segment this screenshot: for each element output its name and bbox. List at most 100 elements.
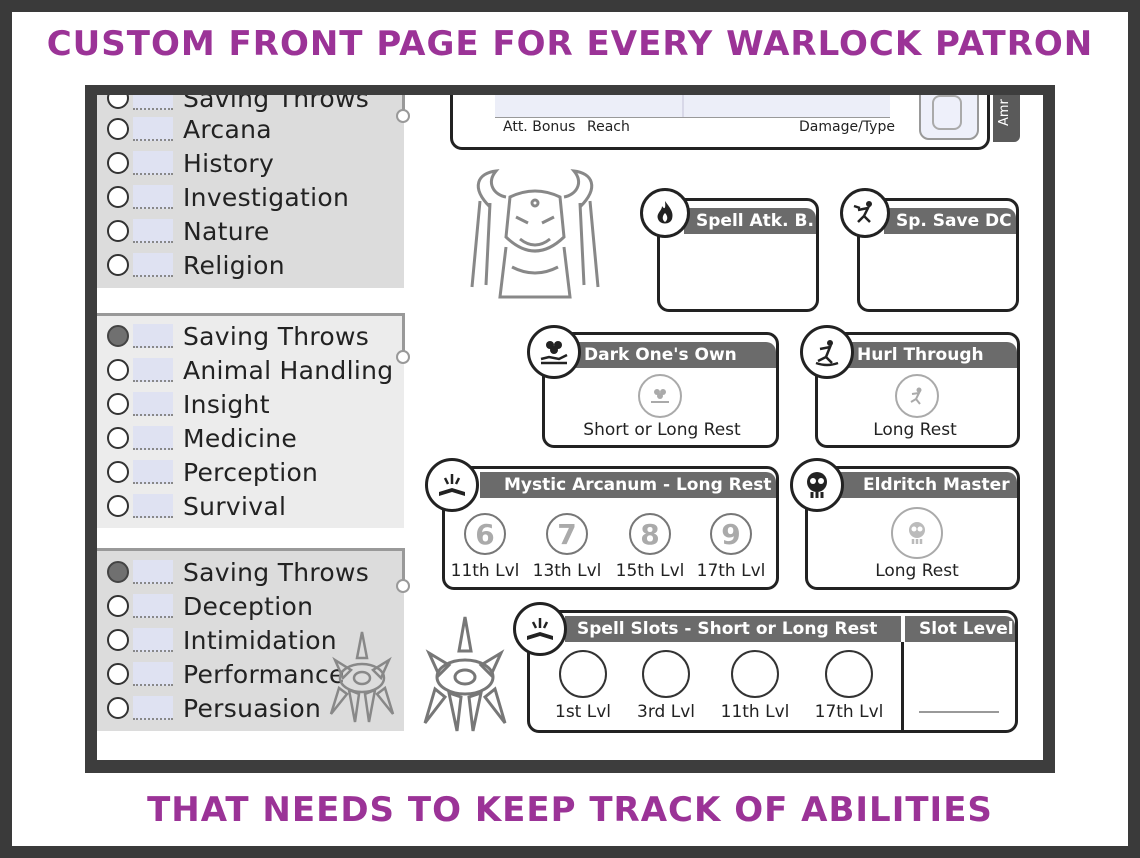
skill-row[interactable]: History [107, 146, 274, 180]
proficiency-bubble[interactable] [107, 595, 129, 617]
proficiency-bubble[interactable] [107, 220, 129, 242]
att-bonus-label: Att. Bonus [503, 119, 576, 135]
modifier-field[interactable] [133, 95, 173, 110]
modifier-field[interactable] [133, 185, 173, 209]
arcanum-8-checkbox[interactable]: 8 [629, 513, 671, 555]
luck-use-checkbox[interactable] [638, 374, 682, 418]
proficiency-bubble[interactable] [107, 186, 129, 208]
modifier-field[interactable] [133, 460, 173, 484]
proficiency-bubble[interactable] [107, 325, 129, 347]
sigil-small-icon [329, 631, 395, 723]
proficiency-bubble[interactable] [107, 254, 129, 276]
skill-label: Survival [183, 491, 287, 521]
shield-icon [932, 95, 962, 130]
modifier-field[interactable] [133, 253, 173, 277]
proficiency-bubble[interactable] [107, 697, 129, 719]
arcanum-level-label: 17th Lvl [696, 561, 766, 581]
skill-row[interactable]: Performance [107, 657, 345, 691]
skill-row[interactable]: Saving Throws [107, 95, 369, 115]
proficiency-bubble[interactable] [107, 393, 129, 415]
skill-row[interactable]: Intimidation [107, 623, 337, 657]
skill-label: Animal Handling [183, 355, 394, 385]
proficiency-bubble[interactable] [107, 495, 129, 517]
modifier-field[interactable] [133, 560, 173, 584]
skill-row[interactable]: Animal Handling [107, 353, 393, 387]
clover-hand-icon [527, 325, 581, 379]
spell-slot-checkbox[interactable] [731, 650, 779, 698]
modifier-field[interactable] [133, 151, 173, 175]
sheet-page: Saving Throws Arcana History Investigati… [97, 95, 1043, 760]
skill-label: Perception [183, 457, 319, 487]
hurl-use-checkbox[interactable] [895, 374, 939, 418]
proficiency-bubble[interactable] [107, 663, 129, 685]
arcanum-7-checkbox[interactable]: 7 [546, 513, 588, 555]
damage-type-label: Damage/Type [799, 119, 895, 135]
skill-row[interactable]: Deception [107, 589, 313, 623]
skill-label: Saving Throws [183, 557, 370, 587]
proficiency-bubble[interactable] [107, 95, 129, 109]
panel-bracket [402, 313, 405, 351]
spell-slot-label: 11th Lvl [720, 702, 790, 722]
panel-bracket [402, 95, 405, 110]
spell-slots-header: Spell Slots - Short or Long Rest [565, 616, 901, 642]
armor-class-field[interactable] [919, 95, 979, 140]
skull-icon [790, 458, 844, 512]
panel-bracket [97, 313, 405, 316]
proficiency-bubble[interactable] [107, 359, 129, 381]
arcanum-6-checkbox[interactable]: 6 [464, 513, 506, 555]
hurl-through-hell-title: Hurl Through Hell [857, 345, 984, 391]
modifier-field[interactable] [133, 696, 173, 720]
hurl-through-hell-header: Hurl Through Hell [845, 342, 1017, 391]
spell-slots-title: Spell Slots - Short or Long Rest [577, 619, 878, 639]
proficiency-bubble[interactable] [107, 152, 129, 174]
slot-level-field[interactable] [919, 711, 999, 713]
skill-row[interactable]: Arcana [107, 112, 272, 146]
skill-row[interactable]: Persuasion [107, 691, 321, 725]
panel-knob [396, 109, 410, 123]
modifier-field[interactable] [133, 117, 173, 141]
wis-skills-panel [97, 313, 404, 528]
skill-row[interactable]: Religion [107, 248, 285, 282]
dark-ones-luck-header: Dark One's Own Luck [572, 342, 776, 391]
flame-icon [640, 188, 690, 238]
skill-row[interactable]: Saving Throws [107, 555, 369, 589]
modifier-field[interactable] [133, 392, 173, 416]
top-banner: CUSTOM FRONT PAGE FOR EVERY WARLOCK PATR… [46, 24, 1094, 64]
modifier-field[interactable] [133, 494, 173, 518]
spellbook-icon [425, 458, 479, 512]
proficiency-bubble[interactable] [107, 629, 129, 651]
skill-row[interactable]: Medicine [107, 421, 297, 455]
modifier-field[interactable] [133, 219, 173, 243]
skill-row[interactable]: Survival [107, 489, 286, 523]
slot-level-title: Slot Level [919, 619, 1014, 639]
skill-row[interactable]: Perception [107, 455, 318, 489]
modifier-field[interactable] [133, 628, 173, 652]
skill-label: Performance [183, 659, 345, 689]
arcanum-9-checkbox[interactable]: 9 [710, 513, 752, 555]
proficiency-bubble[interactable] [107, 118, 129, 140]
side-tab: Amr [993, 95, 1020, 142]
skill-row[interactable]: Nature [107, 214, 270, 248]
panel-bracket [402, 548, 405, 580]
spell-slot-checkbox[interactable] [559, 650, 607, 698]
arcanum-level-label: 15th Lvl [615, 561, 685, 581]
spell-slot-checkbox[interactable] [825, 650, 873, 698]
eldritch-master-checkbox[interactable] [891, 507, 943, 559]
eldritch-master-header: Eldritch Master [839, 472, 1017, 498]
modifier-field[interactable] [133, 426, 173, 450]
modifier-field[interactable] [133, 594, 173, 618]
modifier-field[interactable] [133, 358, 173, 382]
skill-label: History [183, 148, 275, 178]
attack-row-field[interactable] [495, 95, 890, 117]
skill-row[interactable]: Investigation [107, 180, 349, 214]
skill-label: Saving Throws [183, 95, 370, 113]
skill-row[interactable]: Insight [107, 387, 270, 421]
proficiency-bubble[interactable] [107, 427, 129, 449]
proficiency-bubble[interactable] [107, 461, 129, 483]
spell-save-header: Sp. Save DC [884, 208, 1016, 234]
proficiency-bubble[interactable] [107, 561, 129, 583]
modifier-field[interactable] [133, 324, 173, 348]
spell-slot-checkbox[interactable] [642, 650, 690, 698]
skill-row[interactable]: Saving Throws [107, 319, 369, 353]
modifier-field[interactable] [133, 662, 173, 686]
